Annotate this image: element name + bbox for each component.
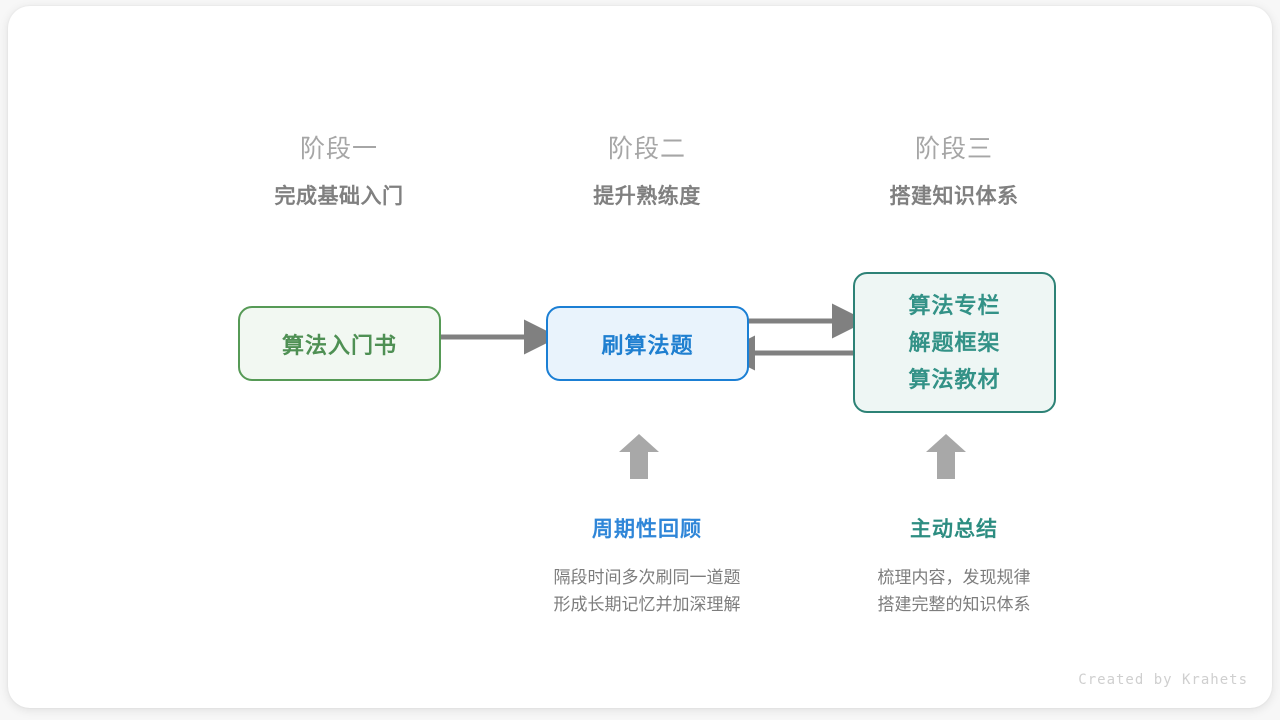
stage-title-3: 搭建知识体系 — [889, 185, 1019, 208]
note-active-summary-desc-line-1: 梳理内容，发现规律 — [877, 568, 1031, 587]
stage-title-1: 完成基础入门 — [274, 185, 404, 208]
node-resources-line-3: 算法教材 — [908, 367, 1001, 392]
node-resources-line-1: 算法专栏 — [908, 293, 1001, 318]
credit-text: Created by Krahets — [1078, 672, 1248, 688]
note-periodic-review-desc-line-2: 形成长期记忆并加深理解 — [553, 595, 741, 614]
stage-label-1: 阶段一 — [299, 135, 378, 163]
note-active-summary-title: 主动总结 — [910, 518, 998, 541]
note-periodic-review-title: 周期性回顾 — [592, 518, 702, 541]
node-practice-problems-label: 刷算法题 — [601, 332, 694, 358]
note-active-summary: 主动总结 梳理内容，发现规律 搭建完整的知识体系 — [804, 516, 1104, 618]
note-periodic-review-desc-line-1: 隔段时间多次刷同一道题 — [553, 568, 741, 587]
node-intro-book[interactable]: 算法入门书 — [238, 306, 441, 381]
stage-header-3: 阶段三 搭建知识体系 — [824, 132, 1084, 212]
node-resources-line-2: 解题框架 — [908, 330, 1001, 355]
node-resources[interactable]: 算法专栏 解题框架 算法教材 — [853, 272, 1056, 413]
note-active-summary-desc: 梳理内容，发现规律 搭建完整的知识体系 — [804, 564, 1104, 618]
note-periodic-review-desc: 隔段时间多次刷同一道题 形成长期记忆并加深理解 — [497, 564, 797, 618]
note-active-summary-desc-line-2: 搭建完整的知识体系 — [877, 595, 1031, 614]
stage-label-3: 阶段三 — [914, 135, 993, 163]
node-practice-problems[interactable]: 刷算法题 — [546, 306, 749, 381]
stage-title-2: 提升熟练度 — [593, 185, 701, 208]
arrow-up-summary — [926, 434, 966, 479]
stage-label-2: 阶段二 — [607, 135, 686, 163]
node-intro-book-label: 算法入门书 — [281, 332, 397, 358]
stage-header-2: 阶段二 提升熟练度 — [517, 132, 777, 212]
diagram-card: 阶段一 完成基础入门 阶段二 提升熟练度 阶段三 搭建知识体系 — [8, 6, 1272, 708]
arrow-up-review — [619, 434, 659, 479]
stage-header-1: 阶段一 完成基础入门 — [209, 132, 469, 212]
note-periodic-review: 周期性回顾 隔段时间多次刷同一道题 形成长期记忆并加深理解 — [497, 516, 797, 618]
